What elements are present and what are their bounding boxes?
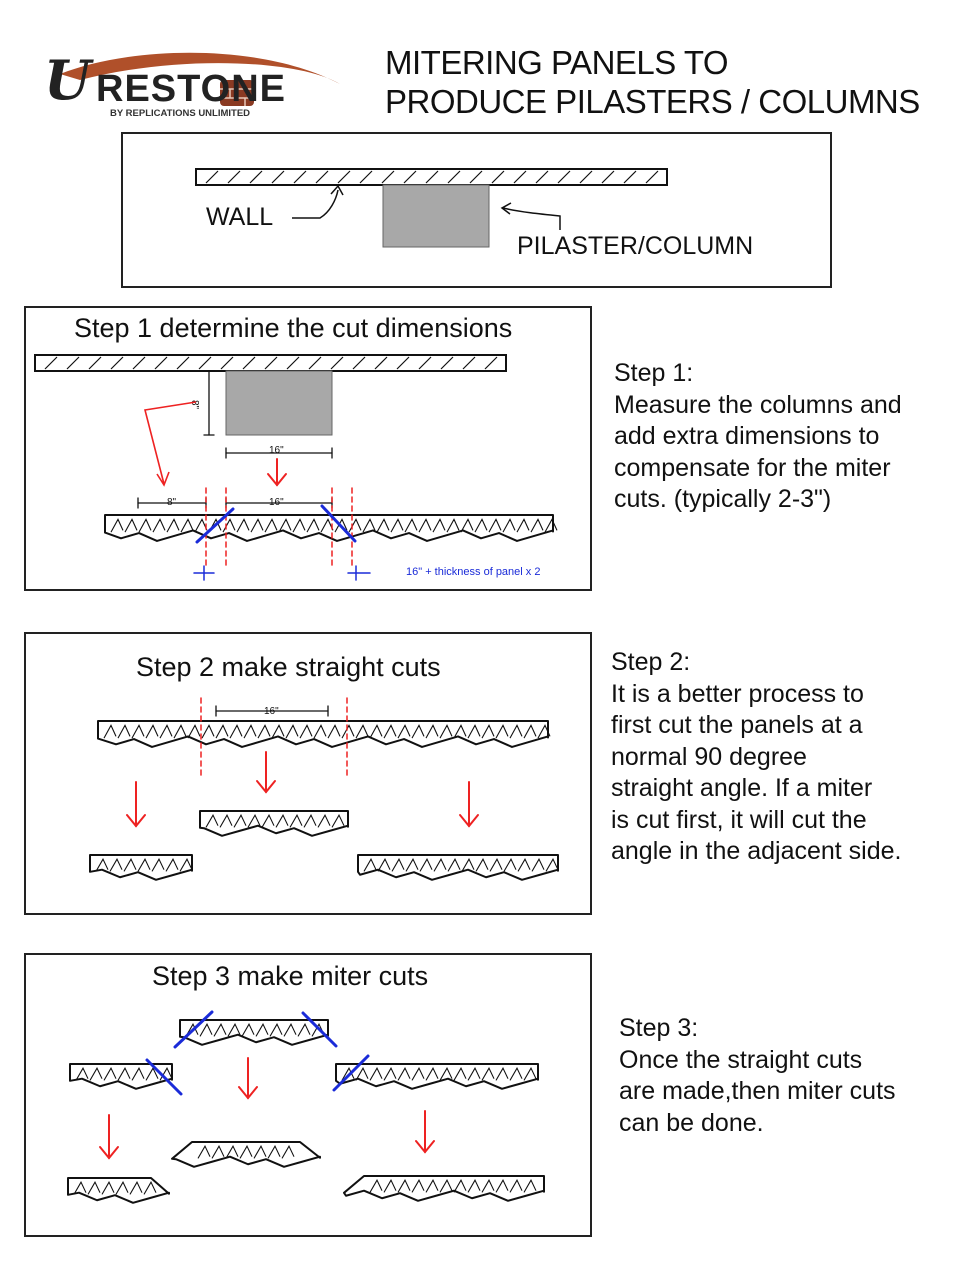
step1-column bbox=[225, 370, 333, 436]
step1-down-arrow-head bbox=[267, 473, 287, 487]
page-title-line-1: MITERING PANELS TO bbox=[385, 44, 729, 81]
step3-result-right bbox=[343, 1175, 545, 1202]
step3-arrow-center-head bbox=[238, 1086, 258, 1100]
step2-desc-line-5: is cut first, it will cut the bbox=[611, 805, 867, 834]
column-leader bbox=[502, 207, 561, 230]
step2-panel-texture bbox=[103, 724, 551, 739]
step1-desc-line-4: cuts. (typically 2-3") bbox=[614, 485, 832, 513]
step3-desc-line-2: are made,then miter cuts bbox=[619, 1077, 896, 1105]
step3-result-center bbox=[171, 1141, 321, 1168]
step3-piece-right-texture bbox=[341, 1067, 537, 1081]
logo-swoosh bbox=[60, 52, 340, 106]
step3-miter-cut-center-right bbox=[301, 1011, 338, 1048]
step2-desc-line-3: normal 90 degree bbox=[611, 742, 807, 771]
step1-desc-line-3: compensate for the miter bbox=[614, 453, 891, 482]
step1-title: Step 1 determine the cut dimensions bbox=[74, 313, 513, 343]
wall-leader-head bbox=[330, 184, 344, 196]
wall-label: WALL bbox=[206, 203, 274, 231]
step1-desc-line-2: add extra dimensions to bbox=[614, 422, 880, 450]
logo-wordmark: RESTONE bbox=[96, 68, 287, 110]
step3-miter-cut-center-left bbox=[173, 1010, 214, 1049]
step2-desc-line-2: first cut the panels at a bbox=[611, 711, 863, 739]
step3-piece-left-texture bbox=[75, 1067, 173, 1081]
step2-description: Step 2: It is a better process to first … bbox=[611, 647, 902, 868]
logo: U RESTONE BY REPLICATIONS UNLIMITED bbox=[40, 40, 345, 122]
overview-wall-hatch bbox=[205, 170, 659, 184]
step3-desc-heading: Step 3: bbox=[619, 1014, 699, 1042]
step1-pointer-head bbox=[156, 471, 170, 487]
step1-wall-hatch bbox=[44, 356, 498, 370]
step1-panel-texture bbox=[110, 518, 558, 533]
step2-desc-heading: Step 2: bbox=[611, 648, 691, 676]
step3-arrow-left-head bbox=[99, 1146, 119, 1160]
step2-arrow-right-head bbox=[459, 814, 479, 828]
step3-arrow-right-head bbox=[415, 1140, 435, 1154]
step2-desc-line-1: It is a better process to bbox=[611, 679, 864, 708]
step2-arrow-left-head bbox=[126, 814, 146, 828]
step3-miter-cut-left bbox=[145, 1058, 183, 1096]
column-label: PILASTER/COLUMN bbox=[517, 232, 754, 260]
step3-result-left-texture bbox=[73, 1181, 157, 1195]
step2-title: Step 2 make straight cuts bbox=[136, 652, 441, 682]
step2-piece-right bbox=[357, 854, 559, 881]
step1-desc-heading: Step 1: bbox=[614, 359, 694, 387]
step2-piece-right-texture bbox=[363, 858, 559, 872]
step3-result-right-texture bbox=[369, 1179, 537, 1193]
wall-leader bbox=[292, 189, 339, 219]
step2-panel bbox=[97, 720, 549, 748]
step1-miter-cut-left bbox=[195, 507, 235, 544]
step2-arrow-center-head bbox=[256, 780, 276, 794]
logo-wordmark-u: U bbox=[44, 48, 92, 112]
step2-piece-center bbox=[199, 810, 349, 837]
step3-miter-cut-right bbox=[332, 1054, 370, 1092]
step1-frame bbox=[24, 306, 592, 591]
logo-tagline: BY REPLICATIONS UNLIMITED bbox=[110, 108, 251, 119]
step3-desc-line-3: can be done. bbox=[619, 1108, 764, 1137]
step1-width-label: 16" bbox=[269, 445, 284, 456]
step2-desc-line-6: angle in the adjacent side. bbox=[611, 837, 902, 865]
step3-desc-line-1: Once the straight cuts bbox=[619, 1045, 863, 1074]
page-title-line-2: PRODUCE PILASTERS / COLUMNS bbox=[385, 83, 920, 120]
step1-pointer bbox=[144, 401, 197, 485]
step2-piece-center-texture bbox=[205, 814, 345, 828]
step3-result-center-texture bbox=[197, 1145, 295, 1159]
step2-piece-left-texture bbox=[95, 858, 193, 872]
step3-description: Step 3: Once the straight cuts are made,… bbox=[619, 1013, 896, 1139]
step3-piece-center-texture bbox=[185, 1023, 325, 1037]
step3-title: Step 3 make miter cuts bbox=[152, 961, 429, 991]
column-leader-head bbox=[500, 202, 512, 215]
step3-piece-center bbox=[179, 1019, 329, 1046]
step1-miter-cut-right bbox=[320, 504, 357, 543]
step1-note: 16" + thickness of panel x 2 bbox=[406, 566, 541, 578]
step1-desc-line-1: Measure the columns and bbox=[614, 390, 902, 419]
overview-column bbox=[382, 184, 490, 248]
step2-desc-line-4: straight angle. If a miter bbox=[611, 774, 873, 802]
step1-description: Step 1: Measure the columns and add extr… bbox=[614, 358, 902, 516]
